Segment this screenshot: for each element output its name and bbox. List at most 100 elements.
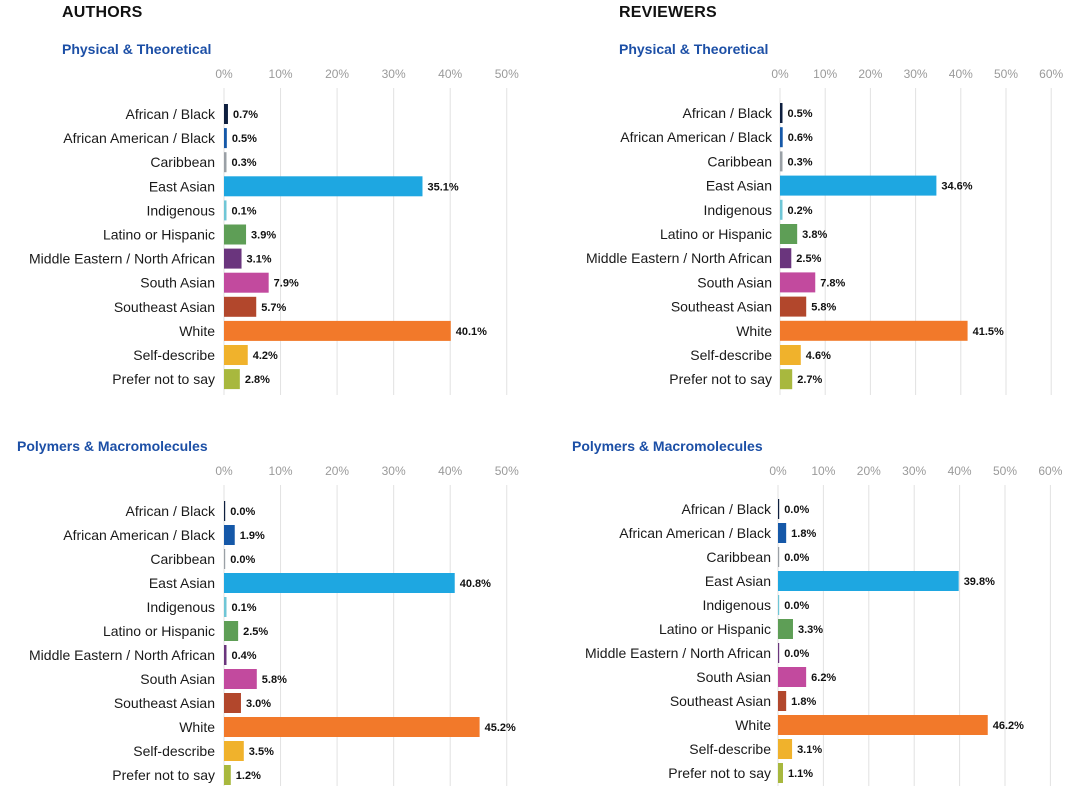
category-label: Caribbean — [707, 153, 772, 169]
data-label: 1.9% — [240, 530, 265, 542]
bar-south-asian — [778, 667, 807, 687]
x-tick-label: 50% — [994, 67, 1018, 81]
bar-latino-or-hispanic — [224, 621, 239, 641]
panel-title-reviewers-physical: Physical & Theoretical — [619, 41, 769, 57]
category-label: Self-describe — [133, 347, 215, 363]
x-tick-label: 50% — [495, 67, 519, 81]
category-label: Prefer not to say — [112, 767, 215, 783]
bar-white — [780, 320, 968, 341]
category-label: African American / Black — [63, 527, 216, 543]
data-label: 6.2% — [811, 672, 836, 684]
category-label: Latino or Hispanic — [660, 226, 772, 242]
data-label: 1.8% — [791, 696, 816, 708]
x-tick-label: 10% — [811, 464, 835, 478]
bar-african-black — [778, 499, 780, 519]
data-label: 3.3% — [798, 624, 823, 636]
bar-latino-or-hispanic — [780, 224, 798, 244]
data-label: 3.8% — [802, 229, 827, 241]
x-tick-label: 30% — [382, 464, 406, 478]
data-label: 0.1% — [232, 205, 257, 217]
category-label: South Asian — [140, 671, 215, 687]
category-label: Latino or Hispanic — [659, 621, 771, 637]
category-label: Southeast Asian — [114, 695, 215, 711]
category-label: Middle Eastern / North African — [586, 250, 772, 266]
x-tick-label: 20% — [858, 67, 882, 81]
data-label: 0.0% — [784, 504, 809, 516]
category-label: African American / Black — [620, 129, 773, 145]
data-label: 5.8% — [262, 674, 287, 686]
authors-heading: AUTHORS — [62, 4, 143, 21]
bar-south-asian — [224, 669, 257, 689]
data-label: 0.2% — [788, 205, 813, 217]
bar-self-describe — [778, 739, 793, 759]
bar-caribbean — [224, 152, 227, 173]
data-label: 40.1% — [456, 326, 487, 338]
category-label: White — [179, 323, 215, 339]
data-label: 34.6% — [941, 181, 972, 193]
data-label: 5.7% — [261, 302, 286, 314]
data-label: 3.5% — [249, 746, 274, 758]
bar-prefer-not-to-say — [224, 765, 231, 785]
data-label: 7.9% — [274, 278, 299, 290]
data-label: 0.5% — [232, 133, 257, 145]
bar-caribbean — [224, 549, 226, 569]
x-tick-label: 20% — [857, 464, 881, 478]
data-label: 0.6% — [788, 132, 813, 144]
data-label: 0.0% — [784, 648, 809, 660]
category-label: African American / Black — [619, 525, 772, 541]
x-tick-label: 30% — [904, 67, 928, 81]
data-label: 0.0% — [784, 552, 809, 564]
category-label: South Asian — [697, 274, 772, 290]
bar-prefer-not-to-say — [780, 369, 793, 390]
data-label: 0.5% — [788, 108, 813, 120]
category-label: Caribbean — [706, 549, 771, 565]
category-label: Indigenous — [702, 597, 771, 613]
bar-indigenous — [224, 597, 227, 617]
data-label: 39.8% — [964, 576, 995, 588]
data-label: 46.2% — [993, 720, 1024, 732]
category-label: East Asian — [706, 178, 772, 194]
bar-white — [224, 717, 480, 737]
bar-latino-or-hispanic — [778, 619, 793, 639]
category-label: Self-describe — [690, 347, 772, 363]
category-label: South Asian — [696, 669, 771, 685]
bar-african-american-black — [780, 127, 783, 148]
bar-south-asian — [224, 272, 269, 293]
category-label: Caribbean — [150, 154, 215, 170]
category-label: East Asian — [705, 573, 771, 589]
data-label: 0.4% — [232, 650, 257, 662]
x-tick-label: 0% — [769, 464, 787, 478]
data-label: 45.2% — [485, 722, 516, 734]
x-tick-label: 10% — [813, 67, 837, 81]
data-label: 0.0% — [230, 506, 255, 518]
bar-indigenous — [778, 595, 780, 615]
category-label: Self-describe — [689, 741, 771, 757]
category-label: Prefer not to say — [668, 765, 771, 781]
bar-african-american-black — [224, 128, 227, 149]
bar-self-describe — [224, 345, 248, 365]
bar-indigenous — [224, 200, 227, 221]
category-label: Middle Eastern / North African — [29, 251, 215, 267]
bar-african-black — [780, 103, 783, 123]
x-tick-label: 60% — [1038, 464, 1062, 478]
x-tick-label: 50% — [993, 464, 1017, 478]
x-tick-label: 50% — [495, 464, 519, 478]
bar-middle-eastern-north-african — [224, 645, 227, 665]
data-label: 40.8% — [460, 578, 491, 590]
category-label: South Asian — [140, 275, 215, 291]
bar-middle-eastern-north-african — [778, 643, 780, 663]
data-label: 1.2% — [236, 770, 261, 782]
data-label: 3.1% — [797, 744, 822, 756]
category-label: Indigenous — [146, 599, 215, 615]
data-label: 2.8% — [245, 374, 270, 386]
data-label: 4.6% — [806, 350, 831, 362]
bar-southeast-asian — [778, 691, 787, 711]
x-tick-label: 0% — [215, 67, 233, 81]
category-label: Middle Eastern / North African — [585, 645, 771, 661]
category-label: Caribbean — [150, 551, 215, 567]
data-label: 2.5% — [243, 626, 268, 638]
data-label: 2.5% — [796, 253, 821, 265]
category-label: Latino or Hispanic — [103, 623, 215, 639]
bar-middle-eastern-north-african — [780, 248, 792, 269]
